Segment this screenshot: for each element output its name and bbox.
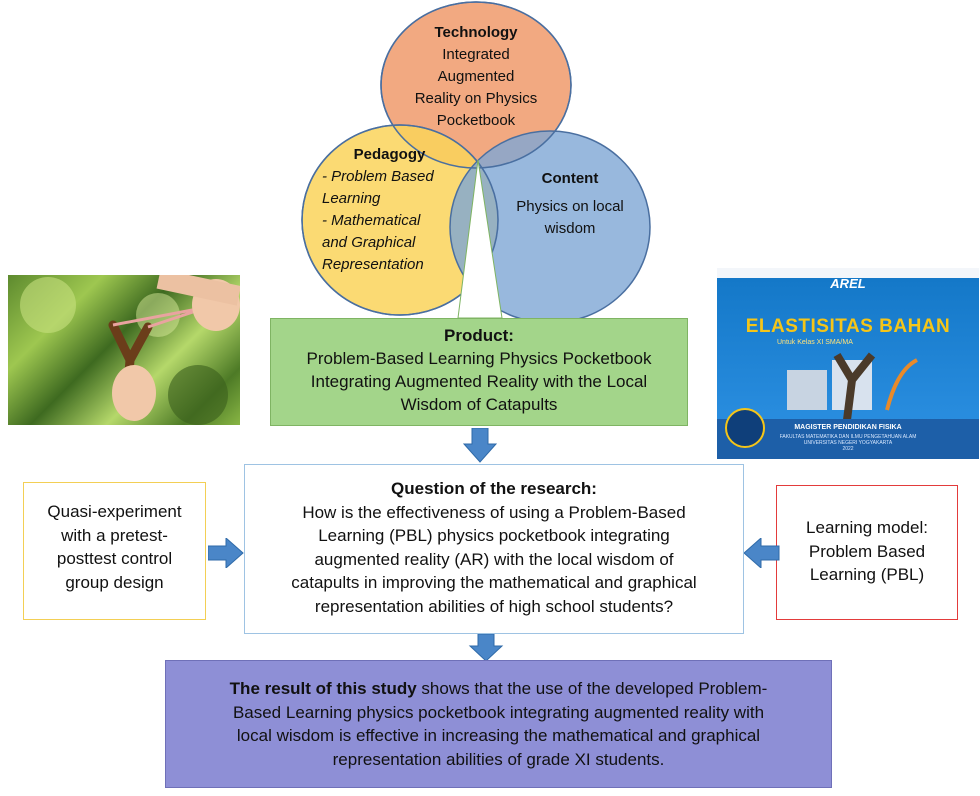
- model-line: Learning model:: [806, 518, 928, 537]
- question-line: How is the effectiveness of using a Prob…: [302, 502, 686, 522]
- content-line: Physics on local: [516, 198, 624, 215]
- right-arrow-icon: [208, 538, 244, 568]
- pedagogy-item: Learning: [322, 190, 381, 207]
- result-line: local wisdom is effective in increasing …: [236, 726, 761, 745]
- technology-line: Augmented: [437, 68, 515, 85]
- pedagogy-title: Pedagogy: [353, 146, 426, 163]
- product-heading: Product:: [444, 326, 514, 345]
- pedagogy-outline: [301, 124, 499, 316]
- result-line: representation abilities of grade XI stu…: [332, 749, 665, 769]
- model-line: Problem Based: [808, 541, 926, 561]
- question-heading: Question of the research:: [391, 479, 597, 498]
- question-line: representation abilities of high school …: [314, 596, 674, 616]
- content-line: wisdom: [544, 220, 596, 237]
- question-line: Learning (PBL) physics pocketbook integr…: [318, 526, 670, 545]
- pedagogy-item: - Mathematical: [322, 212, 421, 229]
- method-line: group design: [65, 572, 164, 592]
- venn-diagram: [301, 1, 651, 324]
- method-line: with a pretest-: [61, 525, 168, 545]
- down-arrow-icon: [462, 428, 498, 463]
- technology-outline: [380, 1, 572, 169]
- product-line: Wisdom of Catapults: [400, 395, 558, 414]
- technology-label: Technology Integrated Augmented Reality …: [396, 22, 556, 132]
- result-line: shows that the use of the developed Prob…: [416, 679, 768, 698]
- product-box: Product: Problem-Based Learning Physics …: [270, 318, 688, 426]
- question-line: catapults in improving the mathematical …: [291, 573, 697, 592]
- down-arrow-icon: [468, 634, 504, 662]
- content-title: Content: [541, 170, 599, 187]
- book-subtitle: Untuk Kelas XI SMA/MA: [777, 339, 853, 346]
- book-footer-year: 2022: [842, 446, 854, 452]
- book-footer-line: UNIVERSITAS NEGERI YOGYAKARTA: [803, 440, 893, 446]
- book-footer-sub: FAKULTAS MATEMATIKA DAN ILMU PENGETAHUAN…: [717, 434, 979, 452]
- technology-line: Reality on Physics: [414, 90, 538, 107]
- pedagogy-item: Representation: [322, 256, 424, 273]
- slingshot-illustration: [20, 275, 240, 425]
- method-line: posttest control: [56, 549, 173, 568]
- book-logo: AREL: [830, 276, 866, 291]
- technology-title: Technology: [434, 24, 518, 41]
- pedagogy-item: - Problem Based: [322, 168, 434, 185]
- result-bold: The result of this study: [229, 679, 417, 698]
- learning-model-box: Learning model: Problem Based Learning (…: [776, 485, 958, 620]
- question-line: augmented reality (AR) with the local wi…: [314, 549, 674, 569]
- book-footer-line: FAKULTAS MATEMATIKA DAN ILMU PENGETAHUAN…: [779, 434, 917, 440]
- method-line: Quasi-experiment: [47, 502, 182, 521]
- product-line: Integrating Augmented Reality with the L…: [310, 372, 648, 391]
- book-title: ELASTISITAS BAHAN: [745, 316, 951, 337]
- slingshot-photo: [8, 275, 240, 425]
- technology-line: Pocketbook: [436, 112, 516, 129]
- book-slingshot-graphic: [787, 352, 919, 420]
- university-seal-icon: [725, 408, 765, 448]
- result-box: The result of this study shows that the …: [165, 660, 832, 788]
- method-box: Quasi-experiment with a pretest- posttes…: [23, 482, 206, 620]
- left-arrow-icon: [744, 538, 780, 568]
- model-line: Learning (PBL): [809, 565, 925, 584]
- technology-line: Integrated: [442, 46, 510, 63]
- book-cover: AREL ELASTISITAS BAHAN Untuk Kelas XI SM…: [717, 268, 979, 459]
- content-label: Content Physics on local wisdom: [500, 168, 640, 240]
- pedagogy-item: and Graphical: [322, 234, 416, 251]
- research-question-box: Question of the research: How is the eff…: [244, 464, 744, 634]
- book-footer-title: MAGISTER PENDIDIKAN FISIKA: [794, 424, 902, 431]
- pedagogy-label: Pedagogy - Problem Based Learning - Math…: [322, 144, 457, 276]
- result-line: Based Learning physics pocketbook integr…: [232, 702, 765, 722]
- product-line: Problem-Based Learning Physics Pocketboo…: [306, 349, 652, 368]
